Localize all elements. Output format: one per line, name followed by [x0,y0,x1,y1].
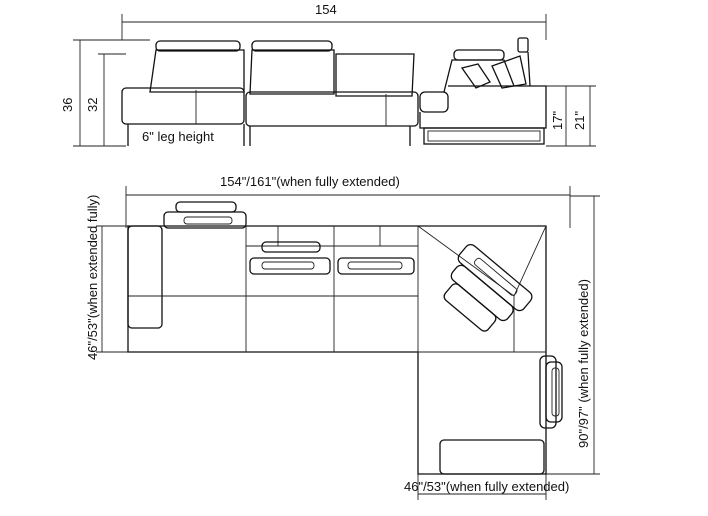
front-width-label: 154 [315,2,337,17]
plan-outline [127,225,547,475]
plan-corner-headrest [443,243,533,332]
front-sofa-body [121,85,547,129]
leg-height-label: 6" leg height [142,129,214,144]
plan-headrests [163,201,415,275]
front-total-height-label: 36 [60,98,75,112]
plan-view: 154"/161"(when fully extended) 46"/53"(w… [85,174,600,500]
plan-width-dimension-line [125,186,571,228]
front-height-dimension-lines [73,39,150,147]
chaise-seat-height-label: 17" [550,111,565,130]
front-back-cushions [149,49,531,97]
front-elevation: 154 36 32 [60,2,596,147]
plan-chaise-foot-cushion [439,439,545,475]
plan-width-label: 154"/161"(when fully extended) [220,174,400,189]
plan-depth-dimension-line [96,225,128,353]
plan-seat-dividers [128,225,547,353]
front-headrests [155,37,529,61]
chaise-length-dimension-line [544,195,600,475]
front-legs-and-base [127,124,545,146]
chaise-width-dimension-line [417,470,547,500]
plan-left-arm [127,225,163,329]
plan-depth-label: 46"/53"(when extended fully) [85,195,100,360]
front-width-dimension-line [121,14,547,40]
plan-chaise-side-cushion [539,355,563,429]
chaise-height-dimension-lines [546,85,596,147]
chaise-total-height-label: 21" [572,111,587,130]
front-back-height-label: 32 [85,98,100,112]
chaise-width-label: 46"/53"(when fully extended) [404,479,569,494]
chaise-length-label: 90"/97" (when fully extended) [576,279,591,448]
